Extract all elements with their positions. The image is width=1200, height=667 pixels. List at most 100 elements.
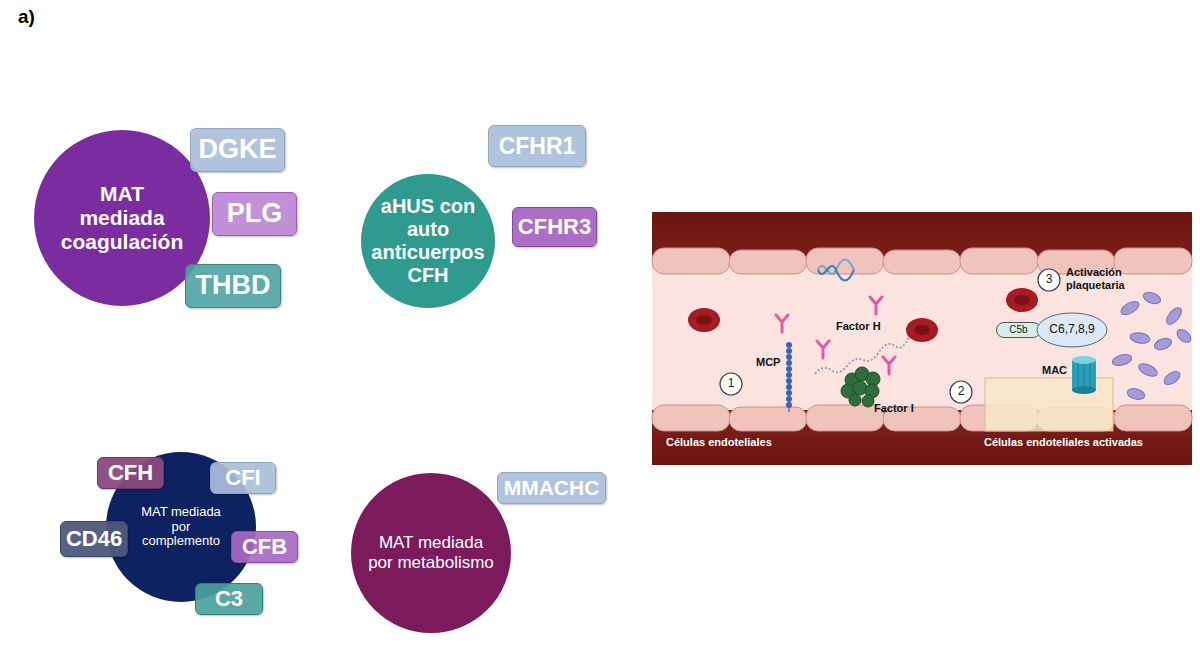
gene-tag: C3	[195, 583, 263, 615]
callout-number: 1	[720, 377, 742, 391]
red-blood-cell-center	[914, 325, 930, 335]
endothelial-cell	[883, 250, 961, 274]
antibody-symbol	[776, 315, 788, 332]
platelet	[1175, 327, 1194, 345]
node-text: CD46	[66, 526, 122, 551]
red-blood-cell	[1006, 288, 1038, 312]
mcp-domain	[786, 366, 792, 372]
platelet	[1111, 353, 1133, 368]
gene-tag: CFB	[231, 531, 298, 563]
endothelial-cell	[652, 405, 730, 431]
endothelial-cell	[960, 248, 1038, 274]
mcp-chain	[786, 342, 792, 412]
mcp-domain	[786, 354, 792, 360]
red-blood-cell-center	[1014, 295, 1030, 305]
mcp-domain	[786, 390, 792, 396]
mac-pore	[1072, 356, 1096, 394]
gene-tag: MMACHC	[497, 472, 606, 504]
node-text: DGKE	[198, 134, 276, 165]
platelets	[1111, 290, 1193, 401]
complement-protein-box: C5b	[996, 322, 1041, 338]
mcp-domain	[786, 372, 792, 378]
node-text: MAT mediada por metabolismo	[366, 533, 496, 572]
gene-tag: PLG	[212, 192, 297, 236]
node-text: MAT mediada por complemento	[135, 505, 227, 550]
platelet	[1126, 387, 1146, 401]
platelet	[1119, 299, 1141, 318]
mac-stripe	[1078, 363, 1079, 391]
mac-stripe	[1090, 363, 1091, 391]
endothelial-cell	[729, 250, 807, 274]
mac-stripe	[1084, 364, 1085, 393]
endothelial-cell	[652, 248, 730, 274]
mcp-domain	[786, 360, 792, 366]
node-text: PLG	[227, 198, 283, 229]
category-circle: MAT mediada por metabolismo	[351, 473, 511, 633]
gene-tag: CFHR1	[488, 125, 586, 167]
endothelial-cell	[729, 407, 807, 431]
node-text: MAT mediada coagulación	[57, 182, 187, 254]
protein-label: MAC	[1042, 364, 1067, 377]
factor-i-domain	[849, 394, 861, 406]
red-blood-cell-center	[696, 315, 712, 325]
circle-fill	[361, 174, 495, 308]
endothelial-cell	[806, 248, 884, 274]
node-text: MMACHC	[504, 476, 600, 500]
factor-i-blob	[841, 367, 880, 407]
mcp-domain	[786, 402, 792, 408]
node-text: CFH	[108, 460, 153, 485]
mcp-domain	[786, 348, 792, 354]
dna-icon	[818, 260, 854, 281]
gene-tag: CD46	[60, 521, 128, 557]
endothelial-cell	[806, 405, 884, 431]
antibody-symbol	[817, 341, 829, 358]
process-label: Activación plaquetaria	[1066, 266, 1146, 291]
dna-strand	[818, 266, 854, 281]
gene-tag: DGKE	[190, 128, 285, 172]
mcp-domain	[786, 378, 792, 384]
node-text: CFHR1	[499, 133, 576, 159]
endothelial-cell	[1114, 405, 1192, 431]
node-text: CFI	[225, 465, 260, 490]
protein-label: Factor I	[874, 402, 914, 415]
platelet	[1142, 290, 1162, 306]
callout-circle	[720, 373, 742, 395]
circle-fill	[351, 473, 511, 633]
gene-tag: CFH	[97, 457, 164, 489]
node-text: CFB	[242, 534, 287, 559]
node-text: C5b	[1009, 324, 1027, 336]
red-blood-cells	[688, 288, 1038, 342]
circle-fill	[34, 130, 210, 306]
ellipse-fill	[1037, 313, 1107, 347]
category-circle: MAT mediada coagulación	[34, 130, 210, 306]
node-text: C6,7,8,9	[1049, 323, 1094, 337]
callout-number: 2	[950, 385, 972, 399]
endothelial-cell	[1114, 248, 1192, 274]
protein-label: Factor H	[836, 320, 881, 333]
platelet	[1137, 361, 1159, 379]
category-circle: aHUS con auto anticuerpos CFH	[361, 174, 495, 308]
antibodies	[776, 297, 895, 374]
callout-circle	[950, 381, 972, 403]
panel-letter: a)	[18, 6, 35, 28]
gene-tag: CFHR3	[512, 207, 597, 247]
platelet	[1164, 305, 1185, 327]
antibody-symbol	[883, 357, 895, 374]
cell-label: Células endoteliales activadas	[984, 436, 1143, 449]
mac-top	[1072, 356, 1096, 364]
node-text: THBD	[196, 270, 271, 301]
complement-protein-ellipse: C6,7,8,9	[1036, 312, 1108, 348]
platelet	[1153, 336, 1173, 352]
callout-circle	[1038, 269, 1060, 291]
node-text: aHUS con auto anticuerpos CFH	[369, 195, 487, 287]
cell-label: Células endoteliales	[666, 436, 772, 449]
vessel-wall	[652, 212, 1192, 465]
node-text: CFHR3	[518, 214, 591, 239]
platelet	[1162, 369, 1182, 388]
gene-tag: THBD	[185, 264, 281, 308]
factor-i-domain	[862, 395, 874, 407]
platelet	[1129, 331, 1150, 344]
antibody-symbol	[870, 297, 882, 314]
